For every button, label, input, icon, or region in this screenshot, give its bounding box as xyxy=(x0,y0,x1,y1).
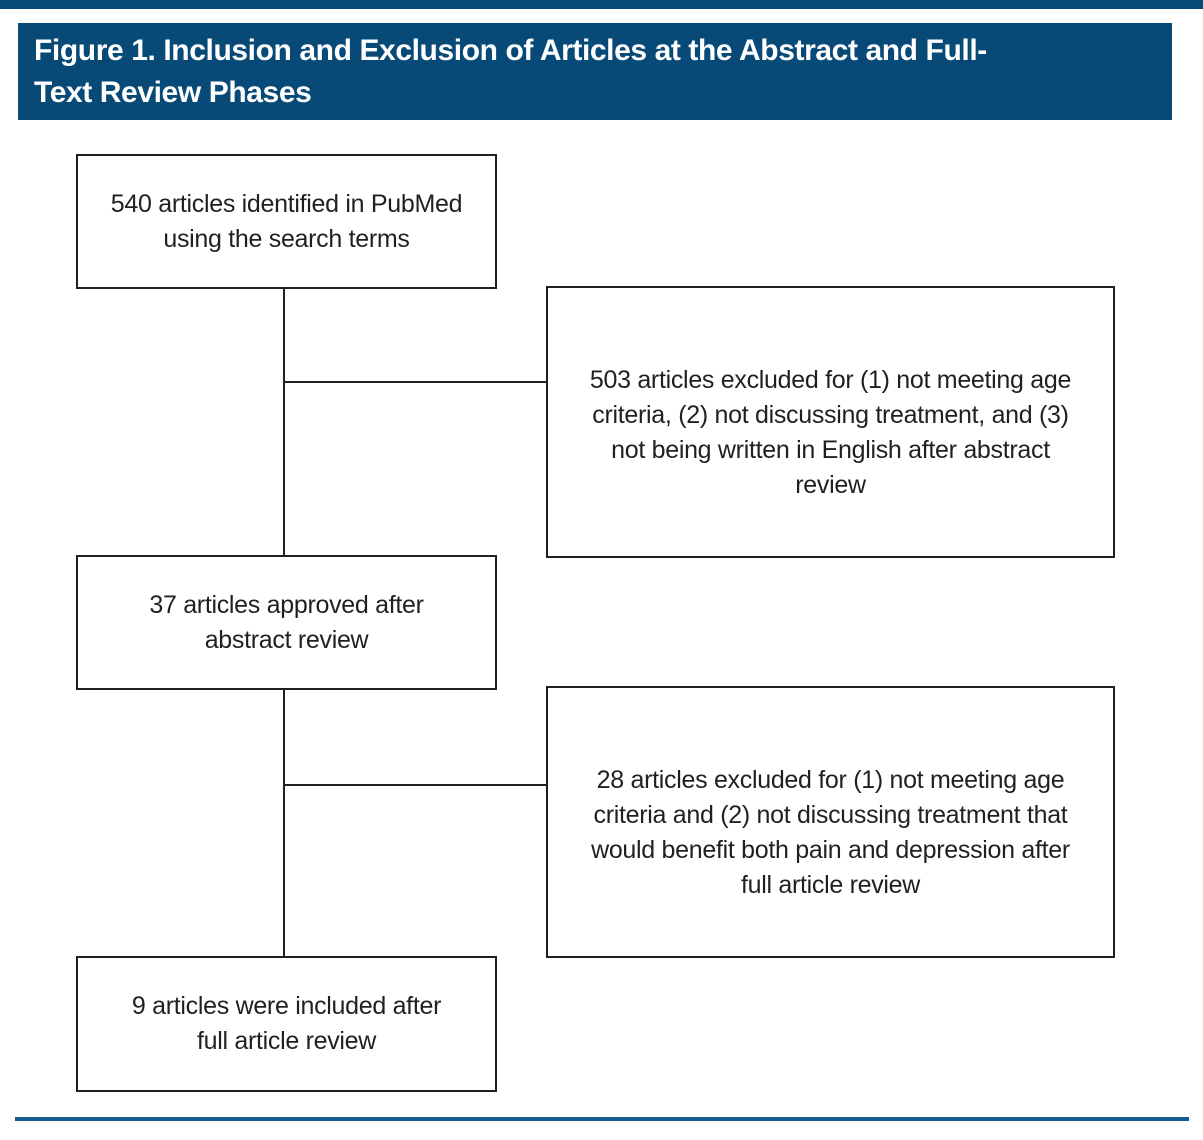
flow-box-approved-abstract-review-text: 37 articles approved after abstract revi… xyxy=(149,590,424,654)
flow-box-included-full-article-review-text: 9 articles were included after full arti… xyxy=(131,992,442,1055)
connector-branch-to-excluded-fulltext xyxy=(283,784,546,786)
top-rule xyxy=(0,0,1203,9)
flow-box-identified-text: 540 articles identified in PubMed using … xyxy=(110,189,463,253)
flow-box-approved-abstract-review: 37 articles approved after abstract revi… xyxy=(76,555,497,690)
connector-vertical-approved-to-included xyxy=(283,690,285,956)
flow-box-excluded-abstract-review-text: 503 articles excluded for (1) not meetin… xyxy=(589,366,1072,499)
flow-box-excluded-full-article-review: 28 articles excluded for (1) not meeting… xyxy=(546,686,1115,958)
figure-title: Figure 1. Inclusion and Exclusion of Art… xyxy=(34,34,987,109)
connector-vertical-identified-to-approved xyxy=(283,289,285,555)
figure-header: Figure 1. Inclusion and Exclusion of Art… xyxy=(18,23,1172,120)
flow-box-excluded-abstract-review: 503 articles excluded for (1) not meetin… xyxy=(546,286,1115,558)
flow-box-identified: 540 articles identified in PubMed using … xyxy=(76,154,497,289)
flow-box-excluded-full-article-review-text: 28 articles excluded for (1) not meeting… xyxy=(591,766,1070,899)
connector-branch-to-excluded-abstract xyxy=(283,381,546,383)
flow-box-included-full-article-review: 9 articles were included after full arti… xyxy=(76,956,497,1092)
bottom-rule xyxy=(15,1117,1189,1121)
